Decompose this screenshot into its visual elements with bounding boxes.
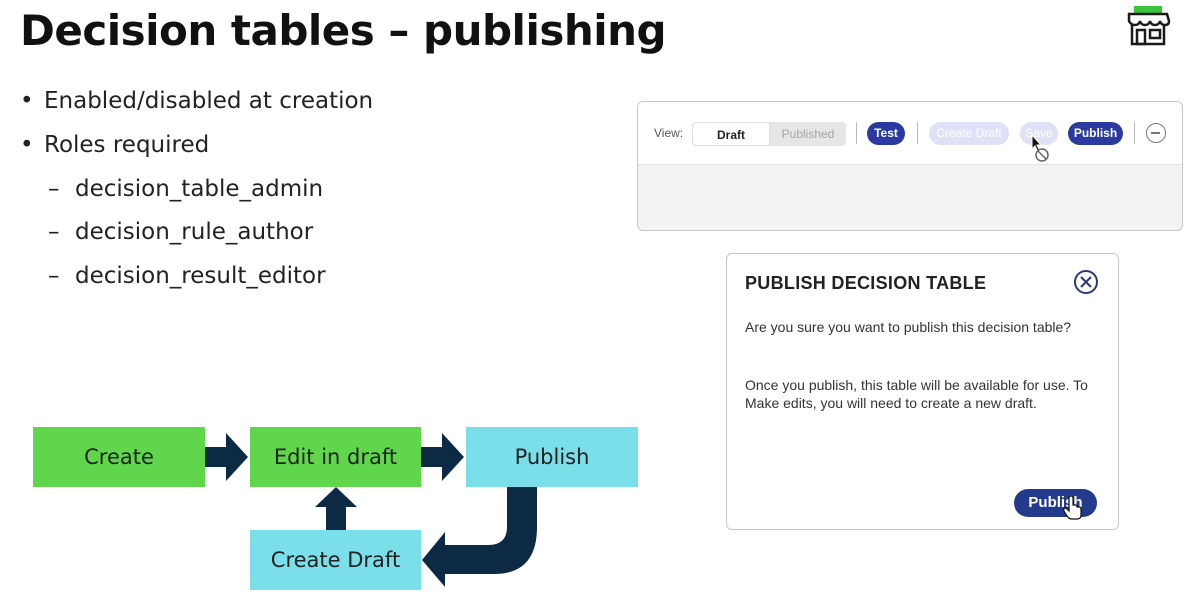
store-icon [1127,6,1171,46]
flow-box-create: Create [33,427,205,487]
dialog-info: Once you publish, this table will be ava… [745,377,1088,411]
hand-cursor-icon [1063,496,1082,520]
more-circle-icon[interactable] [1146,123,1166,143]
flow-box-create-draft: Create Draft [250,530,421,590]
segment-draft[interactable]: Draft [692,122,770,146]
bullet-marker: – [48,263,60,289]
arrow-draft-to-edit [315,487,357,530]
flow-box-edit-in-draft: Edit in draft [250,427,421,487]
bullet-text: decision_table_admin [75,176,324,202]
bullet-marker: • [20,88,34,114]
bullet-text: Roles required [44,132,210,158]
arrow-edit-to-publish [421,433,464,481]
create-draft-button[interactable]: Create Draft [929,122,1009,145]
not-allowed-cursor-icon [1031,134,1049,162]
toolbar-divider [917,122,918,144]
publish-dialog: PUBLISH DECISION TABLE Are you sure you … [726,253,1119,530]
bullet-text: decision_result_editor [75,263,326,289]
view-label: View: [654,126,684,140]
dialog-title: PUBLISH DECISION TABLE [745,273,987,293]
bullet-marker: – [48,176,60,202]
segment-published[interactable]: Published [781,127,835,141]
toolbar-divider [856,122,857,144]
bullet-marker: • [20,132,34,158]
toolbar-screenshot: View: Draft Published Test Create Draft … [637,101,1183,231]
view-segmented-control: Draft Published [692,122,846,146]
dialog-question: Are you sure you want to publish this de… [745,319,1072,335]
close-circle-icon[interactable] [1073,269,1099,295]
publish-button[interactable]: Publish [1068,122,1123,145]
arrow-create-to-edit [205,433,248,481]
test-button[interactable]: Test [867,122,905,145]
toolbar-divider [1134,122,1135,144]
toolbar: View: Draft Published Test Create Draft … [638,102,1182,165]
dialog-publish-button[interactable]: Publish [1014,489,1097,517]
bullet-marker: – [48,219,60,245]
arrow-publish-to-draft [422,487,537,587]
slide-title: Decision tables – publishing [20,6,667,55]
bullet-text: Enabled/disabled at creation [44,88,374,114]
flow-box-publish: Publish [466,427,638,487]
bullet-text: decision_rule_author [75,219,314,245]
